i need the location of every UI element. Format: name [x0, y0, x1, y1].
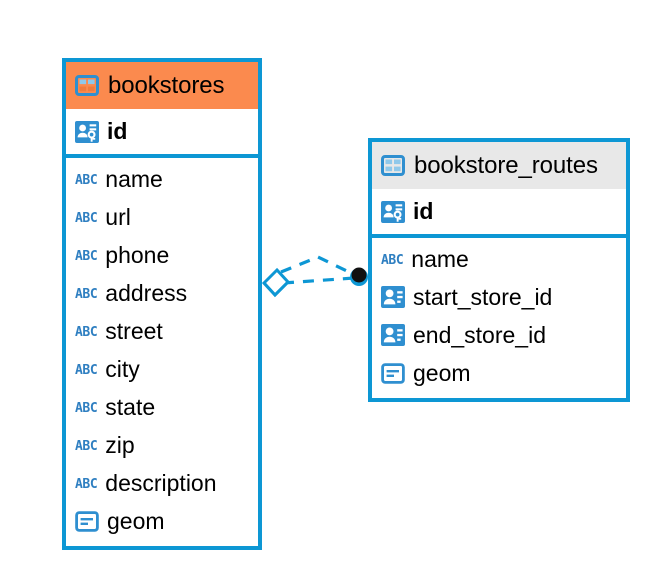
column-label: end_store_id — [413, 321, 546, 348]
column-row-end-store-id[interactable]: end_store_id — [372, 316, 626, 354]
column-label: start_store_id — [413, 283, 553, 310]
column-row-description[interactable]: ABC description — [66, 464, 258, 502]
entity-table-bookstore-routes[interactable]: bookstore_routes id — [368, 138, 630, 402]
column-label: street — [105, 317, 163, 344]
column-row-geom[interactable]: geom — [372, 354, 626, 392]
abc-text-icon: ABC — [75, 362, 98, 378]
column-label: id — [107, 118, 128, 144]
column-label: address — [105, 279, 188, 306]
entity-header-bookstore-routes[interactable]: bookstore_routes — [372, 142, 626, 189]
column-label: geom — [107, 507, 165, 534]
column-label: zip — [105, 431, 135, 458]
relationship-line-lower[interactable] — [282, 276, 355, 285]
column-row-start-store-id[interactable]: start_store_id — [372, 278, 626, 316]
abc-text-icon: ABC — [75, 286, 98, 302]
primary-key-section-bookstore-routes: id — [372, 189, 626, 238]
column-label: phone — [105, 241, 170, 268]
column-label: name — [411, 245, 469, 272]
table-icon — [381, 155, 405, 176]
column-row-phone[interactable]: ABC phone — [66, 236, 258, 274]
column-row-url[interactable]: ABC url — [66, 198, 258, 236]
relationship-line-upper[interactable] — [280, 255, 356, 277]
entity-title-bookstore-routes: bookstore_routes — [414, 151, 598, 179]
geometry-icon — [381, 362, 405, 384]
column-row-name[interactable]: ABC name — [66, 160, 258, 198]
abc-text-icon: ABC — [75, 400, 98, 416]
abc-text-icon: ABC — [75, 172, 98, 188]
column-row-street[interactable]: ABC street — [66, 312, 258, 350]
primary-key-icon — [75, 120, 99, 143]
column-label: geom — [413, 359, 471, 386]
foreign-key-icon — [381, 324, 405, 346]
column-label: state — [105, 393, 156, 420]
primary-key-icon — [381, 200, 405, 223]
table-icon — [75, 75, 99, 96]
column-label: name — [105, 165, 163, 192]
abc-text-icon: ABC — [75, 324, 98, 340]
column-list-bookstores: ABC name ABC url ABC phone ABC address A… — [66, 158, 258, 546]
column-row-address[interactable]: ABC address — [66, 274, 258, 312]
column-label: description — [105, 469, 217, 496]
circle-filled-marker — [350, 267, 368, 286]
primary-key-section-bookstores: id — [66, 109, 258, 158]
entity-title-bookstores: bookstores — [108, 71, 225, 99]
column-row-geom[interactable]: geom — [66, 502, 258, 540]
entity-header-bookstores[interactable]: bookstores — [66, 62, 258, 109]
abc-text-icon: ABC — [75, 476, 98, 492]
column-row-state[interactable]: ABC state — [66, 388, 258, 426]
entity-table-bookstores[interactable]: bookstores id — [62, 58, 262, 550]
diamond-open-marker — [261, 267, 291, 298]
geometry-icon — [75, 510, 99, 532]
foreign-key-icon — [381, 286, 405, 308]
column-list-bookstore-routes: ABC name start_store_id — [372, 238, 626, 398]
column-row-name[interactable]: ABC name — [372, 240, 626, 278]
column-row-id[interactable]: id — [66, 109, 258, 154]
column-row-city[interactable]: ABC city — [66, 350, 258, 388]
column-row-id[interactable]: id — [372, 189, 626, 234]
abc-text-icon: ABC — [381, 252, 404, 268]
abc-text-icon: ABC — [75, 438, 98, 454]
column-label: city — [105, 355, 140, 382]
abc-text-icon: ABC — [75, 210, 98, 226]
column-label: id — [413, 198, 434, 224]
abc-text-icon: ABC — [75, 248, 98, 264]
column-label: url — [105, 203, 131, 230]
column-row-zip[interactable]: ABC zip — [66, 426, 258, 464]
